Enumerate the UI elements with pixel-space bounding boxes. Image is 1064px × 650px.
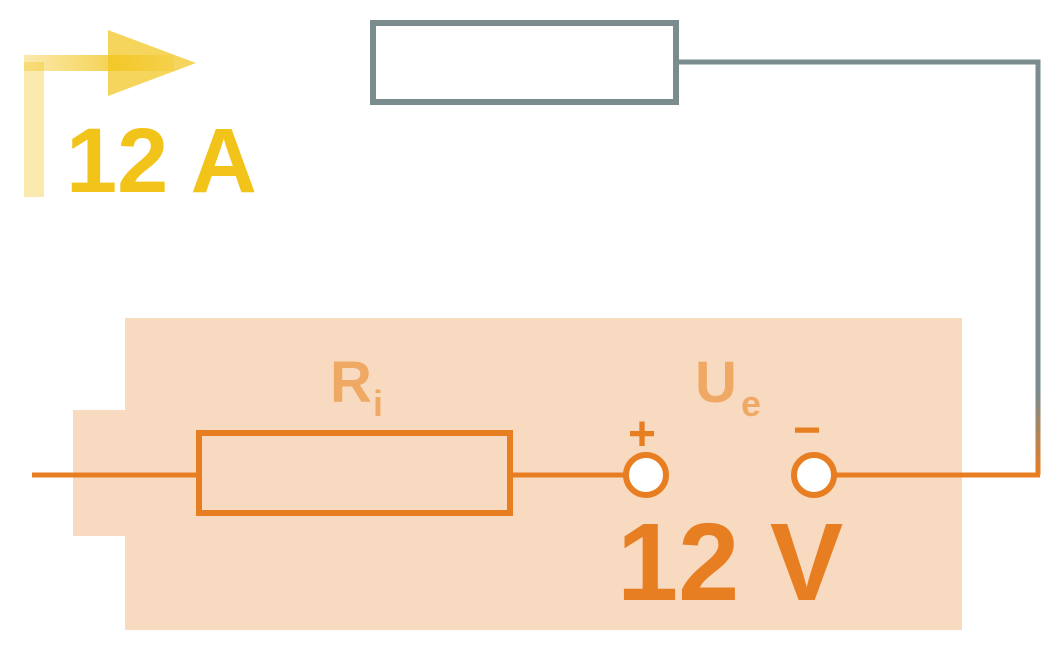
emf-subscript: e [741, 383, 761, 424]
current-label: 12 A [66, 110, 257, 212]
internal-resistance-subscript: i [373, 383, 383, 424]
internal-resistor [196, 430, 513, 516]
top-right-wire [676, 59, 1041, 475]
arrow-head-icon [108, 30, 196, 96]
current-direction-arrow [24, 30, 196, 197]
internal-resistance-label: R [330, 350, 372, 415]
minus-sign: − [793, 404, 821, 457]
wires [31, 59, 1041, 478]
voltage-label: 12 V [617, 501, 843, 624]
negative-terminal [791, 452, 837, 498]
arrow-glow [24, 62, 44, 197]
plus-sign: + [628, 408, 656, 461]
load-resistor [370, 20, 679, 105]
emf-label: U [695, 350, 737, 415]
positive-terminal [623, 452, 669, 498]
